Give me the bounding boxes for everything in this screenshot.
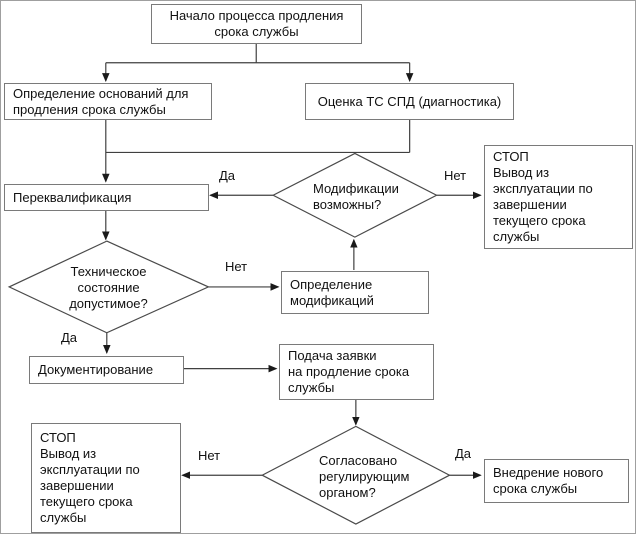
edge-label-mods-yes: Да [219,168,236,183]
edge-label-tech-yes: Да [61,330,78,345]
edge-label-mods-no: Нет [444,168,467,183]
decision-tech-state-shape [7,240,210,334]
decision-approved-shape [260,425,451,525]
decision-mods-possible-shape [271,152,438,238]
edge-label-approved-no: Нет [198,448,221,463]
node-documenting: Документирование [29,356,184,384]
decision-tech-state-label: Техническое состояние допустимое? [69,264,148,311]
node-requalification: Переквалификация [4,184,209,211]
node-start: Начало процесса продления срока службы [151,4,362,44]
node-application: Подача заявки на продление срока службы [279,344,434,400]
node-assess-diagnostics: Оценка ТС СПД (диагностика) [305,83,514,120]
edge-label-approved-yes: Да [455,446,472,461]
node-stop-right: СТОП Вывод из эксплуатации по завершении… [484,145,633,249]
decision-mods-possible-label: Модификации возможны? [313,181,399,212]
node-implement-new-life: Внедрение нового срока службы [484,459,629,503]
node-define-grounds: Определение оснований для продления срок… [4,83,212,120]
decision-approved-label: Согласовано регулирующим органом? [319,453,410,500]
node-stop-left: СТОП Вывод из эксплуатации по завершении… [31,423,181,533]
edge-label-tech-no: Нет [225,259,248,274]
node-define-modifications: Определение модификаций [281,271,429,314]
